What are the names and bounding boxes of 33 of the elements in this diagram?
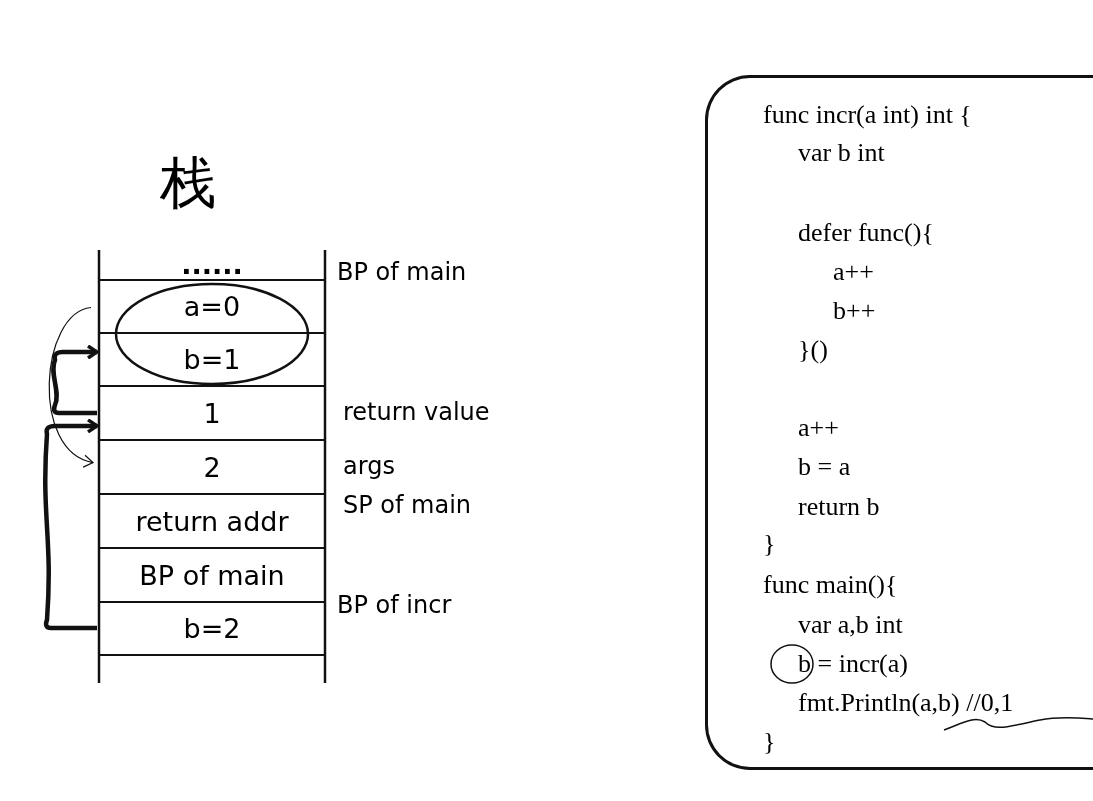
code-line: func main(){ bbox=[763, 570, 898, 600]
side-label: BP of main bbox=[337, 258, 467, 286]
code-line: return b bbox=[798, 492, 880, 522]
stack-cell: 1 bbox=[99, 387, 325, 441]
code-line: var a,b int bbox=[798, 610, 903, 640]
stack-cell: ...... bbox=[99, 250, 325, 281]
stack-cell: return addr bbox=[99, 495, 325, 549]
stack-cell: a=0 bbox=[99, 281, 325, 334]
side-label: return value bbox=[343, 398, 490, 426]
stack-cell: b=1 bbox=[99, 334, 325, 387]
code-line: b = incr(a) bbox=[798, 649, 908, 679]
code-panel bbox=[705, 75, 1093, 770]
arrow bbox=[48, 306, 94, 466]
title: 栈 bbox=[160, 155, 216, 211]
code-line: a++ bbox=[833, 257, 874, 287]
stack-cell: BP of main bbox=[99, 549, 325, 603]
stack-cell: 2 bbox=[99, 441, 325, 495]
code-line: } bbox=[763, 727, 776, 757]
code-line: a++ bbox=[798, 413, 839, 443]
code-line: var b int bbox=[798, 138, 885, 168]
stack-cell: b=2 bbox=[99, 603, 325, 656]
code-line: fmt.Println(a,b) //0,1 bbox=[798, 688, 1014, 718]
side-label: args bbox=[343, 452, 395, 480]
code-line: b = a bbox=[798, 452, 851, 482]
arrow bbox=[51, 344, 99, 416]
code-line: }() bbox=[798, 335, 828, 365]
code-line: } bbox=[763, 529, 776, 559]
side-label: BP of incr bbox=[337, 591, 452, 619]
code-line: b++ bbox=[833, 296, 876, 326]
arrow bbox=[43, 418, 99, 631]
code-line: func incr(a int) int { bbox=[763, 100, 972, 130]
code-line: defer func(){ bbox=[798, 218, 934, 248]
side-label: SP of main bbox=[343, 491, 472, 519]
